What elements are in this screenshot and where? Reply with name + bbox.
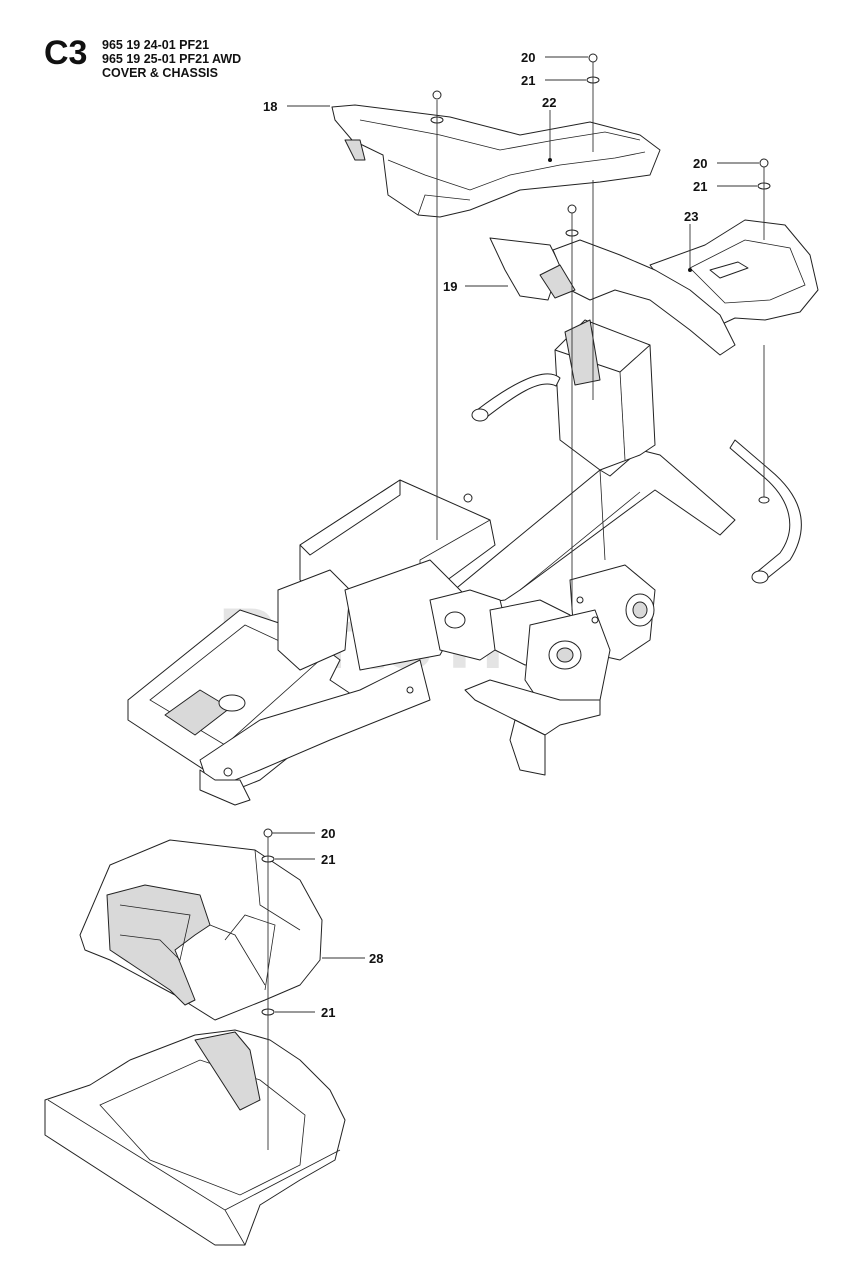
callout-leaders <box>272 56 759 1013</box>
callout-22: 22 <box>542 95 556 110</box>
part-19-seat-support <box>489 237 736 356</box>
callout-labels: 18 22 20 21 20 21 23 19 20 21 28 21 <box>263 50 707 1020</box>
section-title: COVER & CHASSIS <box>102 66 218 80</box>
part-28-hood-cover <box>79 839 323 1021</box>
callout-18: 18 <box>263 99 277 114</box>
callout-21-right: 21 <box>693 179 707 194</box>
callout-20-right: 20 <box>693 156 707 171</box>
part-18-rear-fender <box>331 104 661 218</box>
callout-28: 28 <box>369 951 383 966</box>
diagram-title-block: 965 19 24-01 PF21 965 19 25-01 PF21 AWD … <box>102 38 241 80</box>
callout-21-hood: 21 <box>321 852 335 867</box>
part-23-seat-pan <box>649 219 819 326</box>
callout-19: 19 <box>443 279 457 294</box>
hood-base-frame <box>44 1029 346 1246</box>
marker-dot-23 <box>688 268 692 272</box>
callout-21-top: 21 <box>521 73 535 88</box>
assembly-lines <box>267 62 770 1150</box>
chassis-frame <box>127 319 802 806</box>
model-number-1: 965 19 24-01 PF21 <box>102 38 210 52</box>
callout-20-top: 20 <box>521 50 535 65</box>
callout-23: 23 <box>684 209 698 224</box>
model-number-2: 965 19 25-01 PF21 AWD <box>102 52 242 66</box>
callout-20-hood: 20 <box>321 826 335 841</box>
diagram-code: C3 <box>44 34 88 72</box>
callout-21-lower: 21 <box>321 1005 335 1020</box>
marker-dot-22 <box>548 158 552 162</box>
